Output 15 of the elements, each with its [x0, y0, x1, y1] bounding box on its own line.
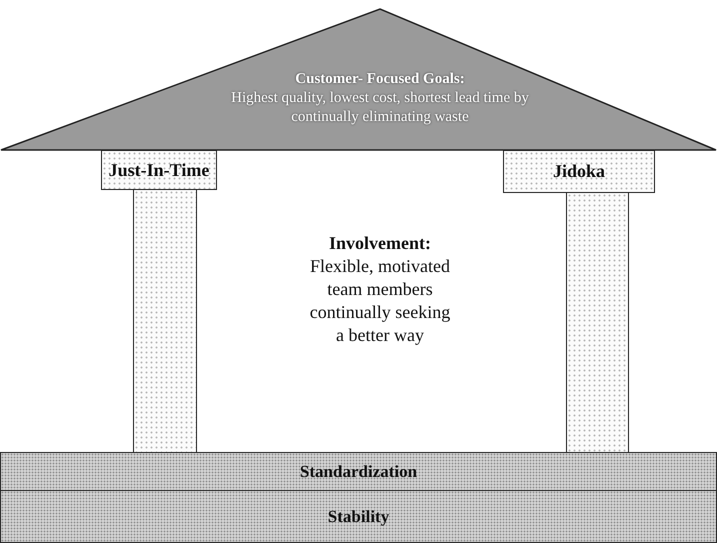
pillar	[566, 192, 629, 453]
band-label: Stability	[328, 506, 390, 526]
foundation-band	[0, 490, 717, 543]
pillar	[133, 189, 197, 453]
roof-triangle	[0, 8, 717, 151]
roof-heading: Customer- Focused Goals:	[294, 70, 466, 89]
center-heading: Involvement:	[328, 232, 432, 255]
pillar-cap	[503, 150, 655, 193]
pillar-label: Jidoka	[552, 161, 606, 182]
center-text: Flexible, motivated team members continually seeking a better way	[308, 255, 452, 347]
roof-text: Highest quality, lowest cost, shortest lead time by continually eliminating waste	[230, 89, 530, 127]
pillar-cap	[101, 150, 217, 190]
foundation-band	[0, 452, 717, 491]
band-label: Standardization	[300, 462, 418, 482]
pillar-label: Just-In-Time	[108, 160, 210, 180]
